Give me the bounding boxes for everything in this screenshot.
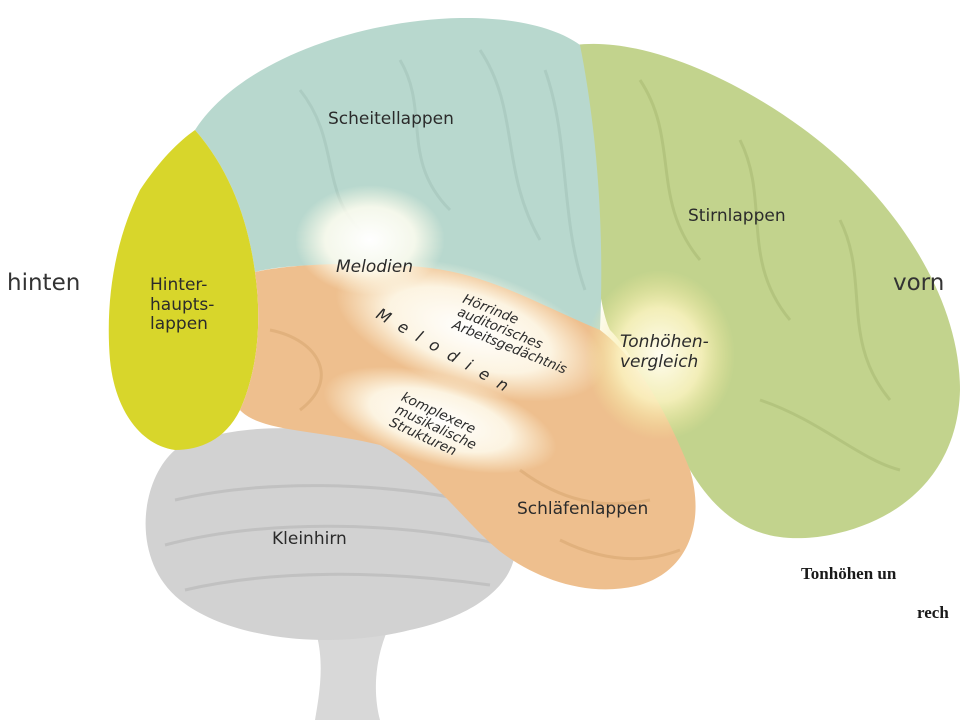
caption-line-2: rech [917, 603, 949, 623]
melodies-label: Melodien [336, 258, 413, 278]
caption-line-1: Tonhöhen un [801, 564, 896, 584]
parietal-label: Scheitellappen [328, 110, 454, 130]
pitch-comparison-label: Tonhöhen- vergleich [620, 333, 709, 372]
frontal-label: Stirnlappen [688, 207, 786, 227]
temporal-label: Schläfenlappen [517, 500, 648, 520]
back-label: hinten [7, 270, 80, 296]
occipital-label: Hinter- haupts- lappen [150, 276, 214, 335]
cerebellum-label: Kleinhirn [272, 530, 347, 550]
front-label: vorn [893, 270, 944, 296]
